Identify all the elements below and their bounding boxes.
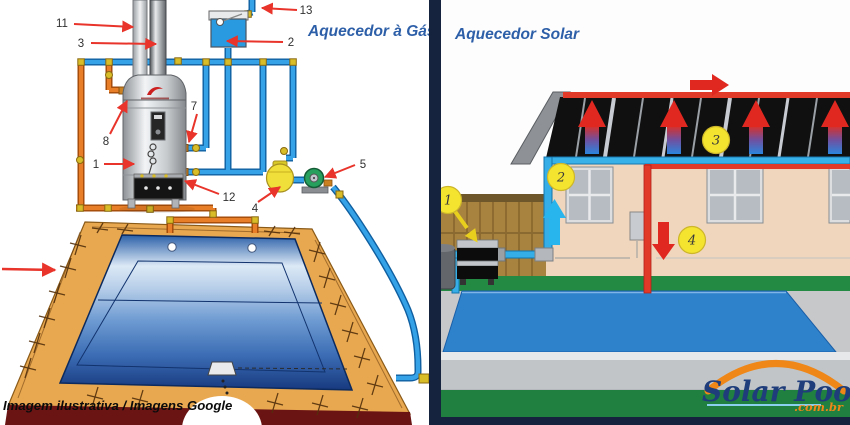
pool-coping-right (786, 291, 850, 352)
label-7: 7 (191, 101, 197, 113)
pool-inlet-right (247, 243, 257, 253)
window (706, 166, 764, 224)
hot-return-pipe (645, 164, 850, 169)
flow-right-arrow (690, 74, 729, 96)
collector-panels (546, 97, 850, 158)
pipe-fittings (76, 10, 430, 384)
hot-down-arrow (652, 222, 675, 260)
brand-wordmark (141, 97, 169, 100)
step-2-number: 2 (556, 171, 565, 186)
house-wall (546, 162, 850, 286)
pipe-union (534, 247, 554, 262)
equipment-pointer-arrow (452, 208, 478, 243)
step-circle-3 (701, 125, 731, 155)
logo-domain: .com.br (794, 400, 844, 414)
step-circle-4 (677, 225, 707, 255)
label-8: 8 (103, 136, 109, 148)
solar-pool-water (442, 290, 838, 353)
solar-collector-roof (510, 91, 850, 169)
step-circles: 1 2 3 4 (441, 125, 731, 255)
bottom-frame-strip (441, 417, 850, 425)
label-4: 4 (252, 203, 259, 215)
label-1: 1 (93, 159, 99, 171)
chimney-flues (132, 0, 167, 83)
gas-heater-panel: 11 3 13 2 8 1 7 12 4 5 Aquecedor à Gás I… (1, 0, 436, 425)
step-4-number: 4 (687, 234, 696, 249)
label-11: 11 (56, 18, 68, 30)
control-unit (147, 111, 166, 175)
label-5: 5 (360, 159, 366, 171)
callout-labels (1, 2, 356, 277)
pool-inlet-left (167, 242, 177, 252)
gas-heater (119, 74, 195, 213)
float-arm (222, 13, 243, 22)
label-3: 3 (78, 38, 84, 50)
label-12: 12 (223, 192, 236, 204)
callout-numbers: 11 3 13 2 8 1 7 12 4 5 (56, 5, 366, 215)
lower-lawn (441, 390, 850, 417)
float-valve (216, 18, 224, 26)
ladder-cutout (182, 396, 262, 425)
pool-pointer-arrow (1, 262, 57, 277)
cold-up-arrow (543, 199, 566, 245)
step-1-number: 1 (444, 194, 452, 209)
burner-compartment (133, 173, 184, 200)
step-3-number: 3 (712, 134, 720, 149)
step-circle-1 (441, 185, 463, 215)
pool-drain (207, 361, 351, 395)
hot-drop-pipe (643, 164, 652, 294)
logo-wordmark: Solar Pool (702, 375, 850, 408)
hot-collector-pipe (563, 92, 850, 98)
pool-water (58, 234, 354, 395)
deck-hatch-marks (19, 222, 384, 419)
window (565, 166, 614, 224)
cold-collector-pipe (545, 156, 850, 165)
water-tank (208, 10, 249, 48)
solar-pool-logo: Solar Pool .com.br (702, 360, 850, 414)
brand-logo-icon (147, 87, 163, 95)
label-2: 2 (288, 37, 294, 49)
solar-panel-title: Aquecedor Solar (454, 26, 580, 43)
step-circle-2 (546, 162, 576, 192)
cold-water-pipes (81, 0, 422, 382)
logo-arc-icon (704, 360, 848, 395)
wall-utility-box (629, 211, 646, 241)
circulation-pump (301, 167, 333, 194)
image-credit-caption: Imagem ilustrativa / Imagens Google (3, 398, 232, 413)
filter-pump-unit (441, 239, 499, 290)
solar-heater-panel: 1 2 3 4 Solar Pool .com.br Aquecedor Sol… (441, 0, 850, 425)
gas-panel-title: Aquecedor à Gás (307, 23, 436, 40)
filter-tank (265, 160, 295, 193)
label-13: 13 (300, 5, 313, 17)
panel-divider (429, 0, 441, 425)
window (828, 166, 850, 224)
